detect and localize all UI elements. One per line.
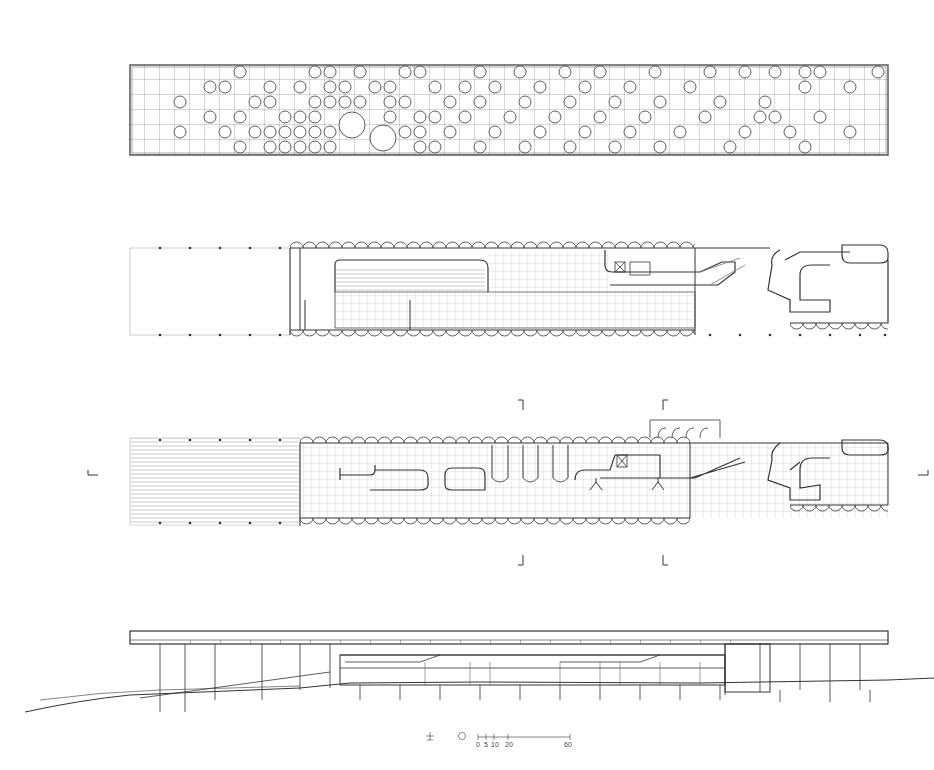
scale-number: 10 (491, 741, 499, 749)
ground-floor-plan (88, 400, 928, 565)
scale-number: 5 (484, 741, 488, 749)
scale-number: 60 (564, 741, 572, 749)
scale-bar (426, 732, 570, 740)
scale-number: 0 (476, 741, 480, 749)
upper-floor-plan (130, 240, 888, 338)
scale-number: 20 (505, 741, 513, 749)
roof-plan (130, 65, 888, 155)
building-section (25, 631, 934, 712)
